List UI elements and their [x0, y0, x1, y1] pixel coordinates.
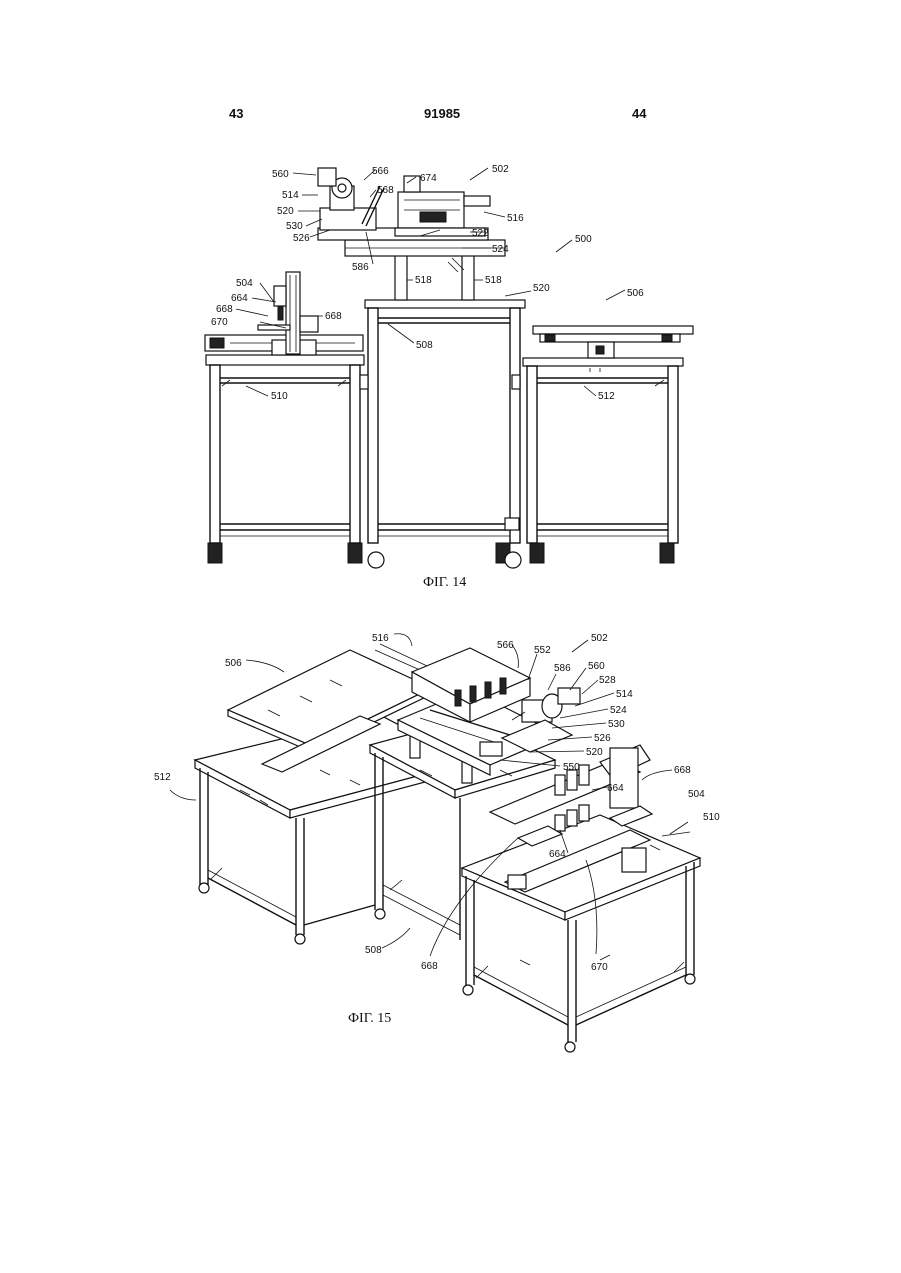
- label-566: 566: [372, 166, 389, 177]
- label-522: 522: [472, 228, 489, 239]
- label-508: 508: [416, 340, 433, 351]
- label-518: 518: [415, 275, 432, 286]
- label-504: 504: [688, 789, 705, 800]
- label-506: 506: [225, 658, 242, 669]
- center-table-508: [360, 300, 525, 543]
- label-668: 668: [674, 765, 691, 776]
- figure-14-caption: ФІГ. 14: [423, 575, 466, 591]
- label-664: 664: [607, 783, 624, 794]
- label-508: 508: [365, 945, 382, 956]
- label-664: 664: [549, 849, 566, 860]
- label-524: 524: [492, 244, 509, 255]
- label-530: 530: [286, 221, 303, 232]
- label-526: 526: [594, 733, 611, 744]
- figure-15-caption: ФІГ. 15: [348, 1011, 391, 1027]
- figure-14-drawing: 560 566 674 502 514 568 520 530 516 522 …: [205, 164, 693, 568]
- label-560: 560: [588, 661, 605, 672]
- label-520: 520: [277, 206, 294, 217]
- label-674: 674: [420, 173, 437, 184]
- label-560: 560: [272, 169, 289, 180]
- label-668: 668: [421, 961, 438, 972]
- label-526: 526: [293, 233, 310, 244]
- label-512: 512: [154, 772, 171, 783]
- label-566: 566: [497, 640, 514, 651]
- label-670: 670: [591, 962, 608, 973]
- figure-15-drawing: 516 566 502 552 506 586 560 528 514 524 …: [154, 633, 720, 1052]
- label-506: 506: [627, 288, 644, 299]
- label-586: 586: [554, 663, 571, 674]
- label-514: 514: [282, 190, 299, 201]
- label-668: 668: [216, 304, 233, 315]
- right-table-512: [523, 358, 683, 543]
- label-512: 512: [598, 391, 615, 402]
- left-table-510: [206, 355, 364, 543]
- label-530: 530: [608, 719, 625, 730]
- label-550: 550: [563, 762, 580, 773]
- label-504: 504: [236, 278, 253, 289]
- label-516: 516: [507, 213, 524, 224]
- label-502: 502: [591, 633, 608, 644]
- label-514: 514: [616, 689, 633, 700]
- support-posts-518: [395, 255, 474, 300]
- label-524: 524: [610, 705, 627, 716]
- caster-wheels: [208, 543, 674, 568]
- label-516: 516: [372, 633, 389, 644]
- label-510: 510: [703, 812, 720, 823]
- label-586: 586: [352, 262, 369, 273]
- label-520: 520: [586, 747, 603, 758]
- label-664: 664: [231, 293, 248, 304]
- label-552: 552: [534, 645, 551, 656]
- label-668: 668: [325, 311, 342, 322]
- label-670: 670: [211, 317, 228, 328]
- top-assembly-502: [318, 168, 505, 256]
- label-500: 500: [575, 234, 592, 245]
- label-518: 518: [485, 275, 502, 286]
- label-520: 520: [533, 283, 550, 294]
- label-528: 528: [599, 675, 616, 686]
- label-568: 568: [377, 185, 394, 196]
- label-502: 502: [492, 164, 509, 175]
- label-510: 510: [271, 391, 288, 402]
